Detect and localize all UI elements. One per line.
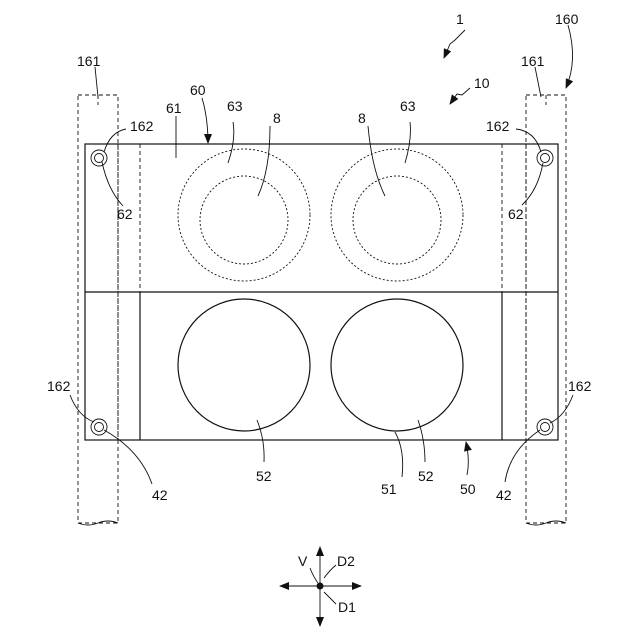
rail-right (526, 95, 566, 525)
ring-outer-left (178, 149, 310, 281)
rail-left (78, 95, 118, 525)
device-body (85, 144, 558, 440)
ring-inner-right (353, 176, 441, 264)
leader-lines (70, 25, 573, 484)
label-hole-lower-right: 42 (496, 487, 512, 503)
label-screw-upper-right: 162 (486, 118, 510, 134)
label-rail-assembly: 160 (555, 11, 579, 27)
ring-group-left (178, 149, 310, 281)
label-upper-plate: 60 (190, 82, 206, 98)
ring-outer-right (331, 149, 463, 281)
label-lower-plate: 50 (460, 481, 476, 497)
label-opening-left: 52 (256, 468, 272, 484)
ring-group-right (331, 149, 463, 281)
label-rail-left: 161 (77, 53, 101, 69)
screw-upper-right (537, 150, 553, 166)
label-ring-outer-right: 63 (400, 98, 416, 114)
axis-label-d1: D1 (338, 599, 356, 615)
direction-indicator: V D2 D1 (280, 547, 361, 626)
label-hole-lower-left: 42 (152, 487, 168, 503)
label-ring-outer-left: 63 (227, 98, 243, 114)
label-device: 1 (456, 11, 464, 27)
opening-right (331, 299, 463, 431)
label-lower-plate-edge: 51 (381, 481, 397, 497)
screw-upper-left (91, 150, 107, 166)
label-ring-inner-left: 8 (273, 110, 281, 126)
label-screw-upper-left: 162 (130, 118, 154, 134)
ring-inner-left (200, 176, 288, 264)
label-ring-inner-right: 8 (358, 110, 366, 126)
label-screw-lower-left: 162 (47, 378, 71, 394)
label-unit: 10 (474, 75, 490, 91)
label-upper-plate-surface: 61 (166, 100, 182, 116)
label-hole-upper-left: 62 (117, 206, 133, 222)
label-opening-right: 52 (418, 468, 434, 484)
label-rail-right: 161 (521, 53, 545, 69)
axis-label-v: V (298, 553, 308, 569)
label-screw-lower-right: 162 (568, 378, 592, 394)
vertical-axis-dot (317, 583, 324, 590)
opening-left (178, 299, 310, 431)
axis-label-d2: D2 (337, 553, 355, 569)
label-hole-upper-right: 62 (508, 206, 524, 222)
screw-lower-right (537, 419, 553, 435)
reference-numerals: 1 10 160 161 161 60 61 63 63 8 8 162 62 … (47, 11, 592, 503)
